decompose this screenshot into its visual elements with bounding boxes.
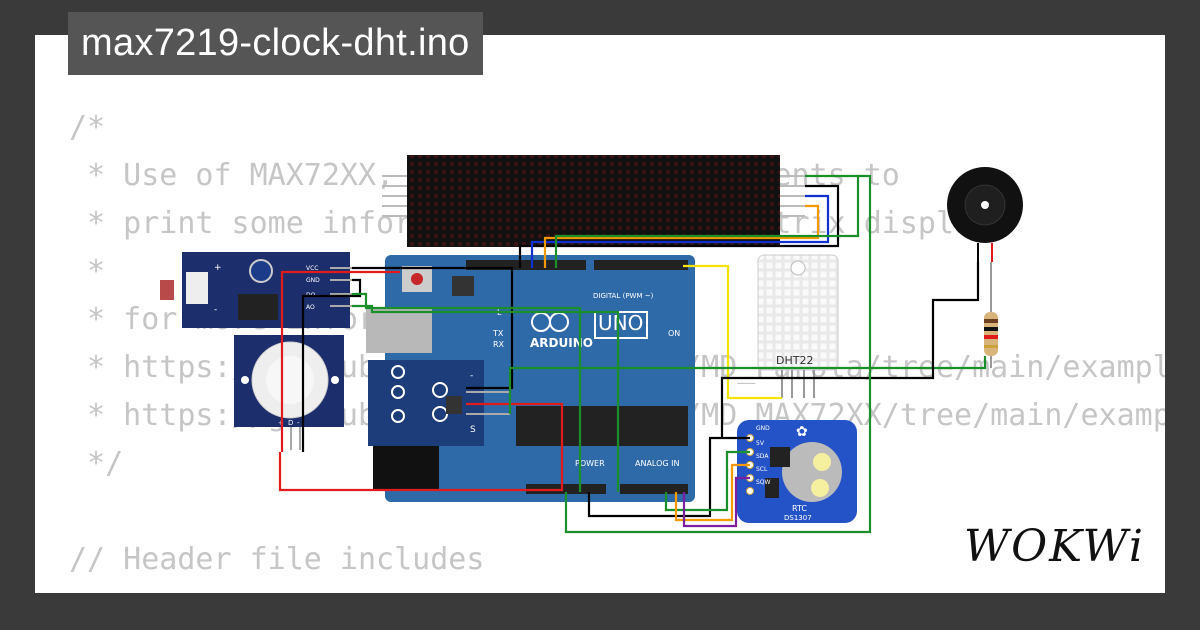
dht22-sensor[interactable]: DHT22 — [757, 254, 839, 398]
ldr-pin-ao: AO — [306, 304, 315, 311]
ldr-plus: + — [214, 263, 222, 273]
code-line: #include <MD_Parola.h> — [69, 584, 1165, 593]
rx-label: RX — [493, 340, 505, 349]
wokwi-logo: WOKWi — [963, 521, 1145, 572]
pir-sensor[interactable]: + D - — [234, 335, 344, 450]
on-label: ON — [668, 329, 680, 338]
board-logo: ARDUINO — [530, 336, 593, 350]
buzzer[interactable] — [947, 167, 1023, 262]
ldr-pin-vcc: VCC — [306, 265, 318, 272]
rtc-chip-label: DS1307 — [784, 514, 812, 522]
code-line: * — [69, 254, 106, 289]
project-title: max7219-clock-dht.ino — [68, 12, 483, 75]
ldr-module[interactable]: VCC GND DO AO + - — [160, 252, 352, 328]
dht22-label: DHT22 — [776, 354, 813, 367]
ldr-pin-gnd: GND — [306, 277, 320, 284]
pir-pin-minus: - — [297, 419, 300, 427]
adafruit-star-icon: ✿ — [796, 423, 808, 439]
rtc-pin-scl: SCL — [756, 466, 768, 473]
resistor[interactable] — [984, 262, 998, 368]
power-label: POWER — [575, 459, 605, 468]
code-line: /* — [69, 110, 106, 145]
rtc-pin-gnd: GND — [756, 425, 770, 432]
rtc-pin-sqw: SQW — [756, 479, 771, 486]
tx-label: TX — [492, 329, 504, 338]
pir-pin-d: D — [288, 419, 293, 427]
board-model: UNO — [598, 311, 643, 335]
joystick-minus-label: - — [470, 371, 473, 381]
joystick-s-label: S — [470, 425, 476, 435]
led-matrix[interactable] — [382, 155, 805, 247]
code-line: // Header file includes — [69, 542, 485, 577]
ldr-minus: - — [214, 305, 217, 315]
digital-label: DIGITAL (PWM ~) — [593, 292, 654, 300]
rtc-label: RTC — [792, 504, 807, 513]
rtc-pin-5v: 5V — [756, 440, 765, 447]
analog-label: ANALOG IN — [635, 459, 680, 468]
rtc-module[interactable]: GND 5V SDA SCL SQW RTC DS1307 ✿ — [737, 420, 857, 523]
rtc-pin-sda: SDA — [756, 453, 769, 460]
wires — [278, 174, 987, 534]
code-line: */ — [69, 446, 124, 481]
